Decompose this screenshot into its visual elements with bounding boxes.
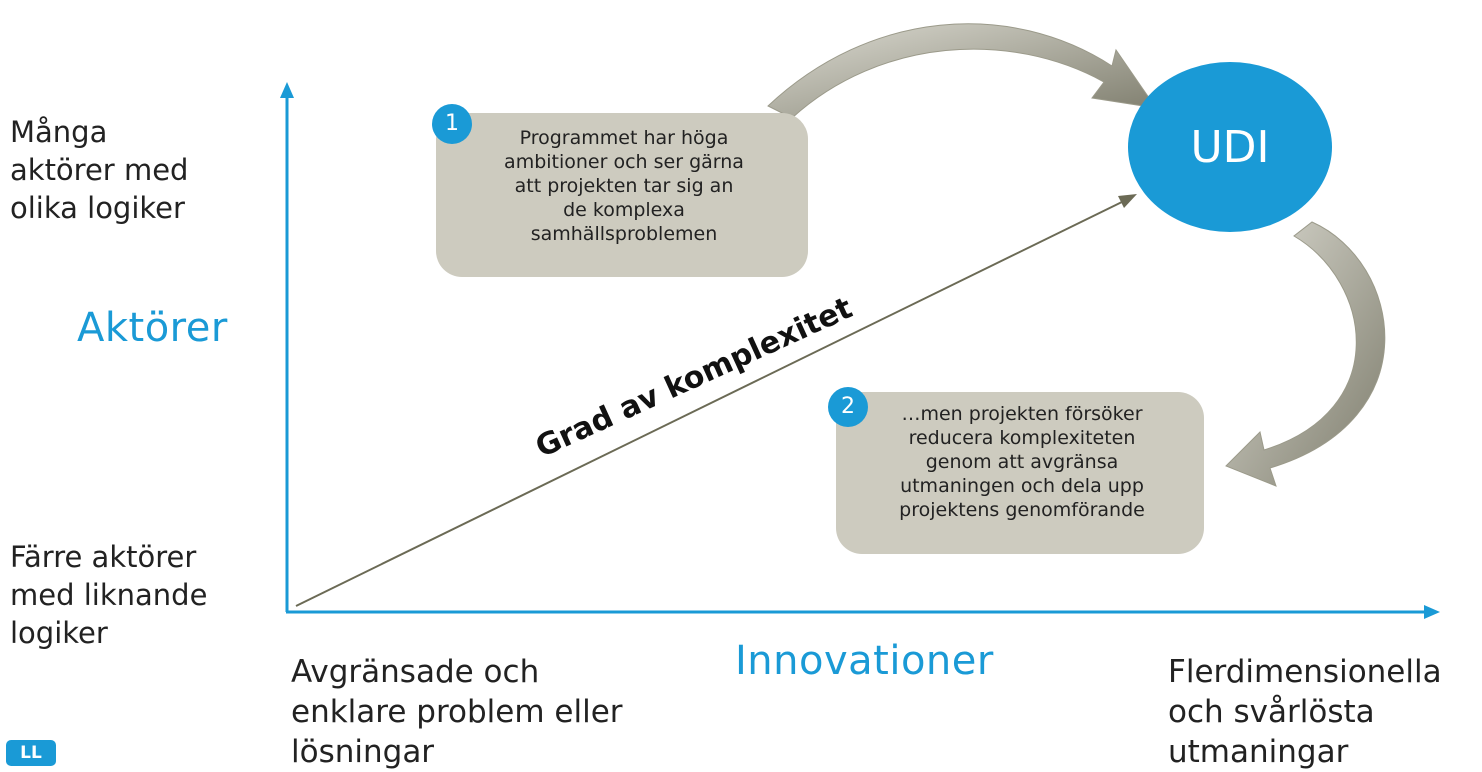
statement-box-2 [836,392,1204,554]
complexity-arrow-line [295,199,1127,607]
y-axis-title: Aktörer [77,305,228,351]
x-axis-left-label: Avgränsade och enklare problem eller lös… [291,654,623,770]
statement-box-2-text: …men projekten försöker reducera komplex… [899,403,1145,521]
step-badge-1: 1 [432,104,472,144]
complexity-arrowhead [1118,194,1137,208]
statement-box-1-text: Programmet har höga ambitioner och ser g… [504,127,744,245]
udi-circle: UDI [1128,62,1332,232]
statement-box-1 [436,113,808,277]
y-axis-top-label: Många aktörer med olika logiker [10,115,189,225]
x-axis-right-label: Flerdimensionella och svårlösta utmaning… [1168,654,1442,770]
udi-label: UDI [1190,121,1270,173]
x-axis-title: Innovationer [735,638,994,684]
y-axis-bottom-label: Färre aktörer med liknande logiker [10,540,208,650]
curved-arrow-to-udi [767,23,1158,119]
step-badge-2: 2 [828,387,868,427]
curved-arrow-to-box2 [1225,221,1386,487]
y-axis-arrowhead [280,82,294,98]
logo: LL [6,740,56,766]
x-axis-arrowhead [1424,605,1440,619]
